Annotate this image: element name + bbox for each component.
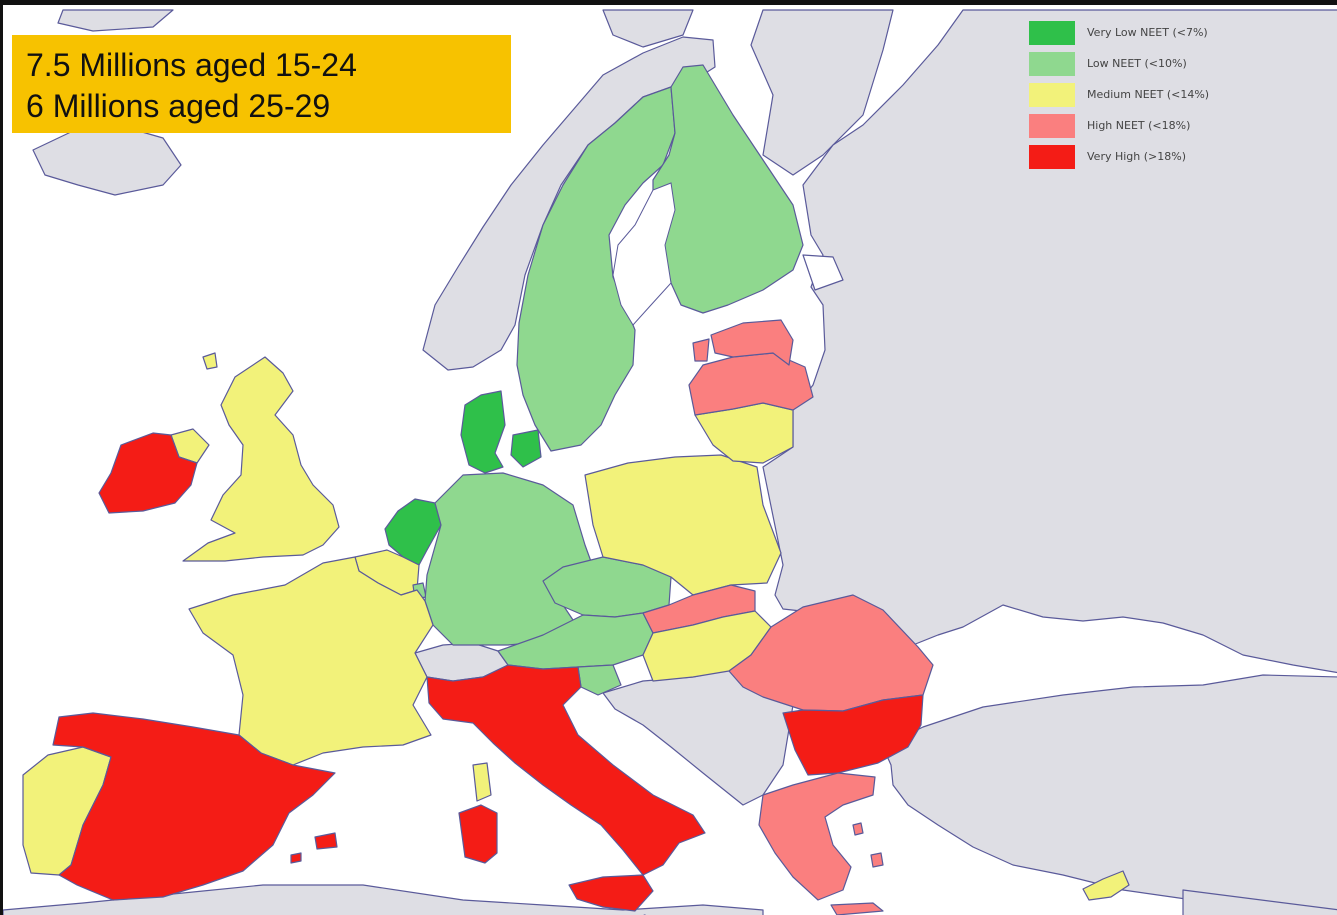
legend-item: Very Low NEET (<7%) (1029, 17, 1329, 48)
region-corsica (472, 762, 492, 802)
legend-swatch (1029, 82, 1075, 107)
map-canvas (3, 9, 1337, 915)
region-russia-belarus-ukraine (762, 9, 1337, 674)
region-romania (728, 594, 934, 712)
region-poland (584, 454, 782, 596)
gulf-of-bothnia (612, 182, 676, 326)
region-germany (424, 472, 594, 646)
region-spain (52, 712, 336, 901)
legend-swatch (1029, 51, 1075, 76)
legend-swatch (1029, 20, 1075, 45)
region-iceland (32, 127, 182, 196)
region-italy (426, 664, 706, 876)
region-ireland (98, 432, 198, 514)
map-legend: Very Low NEET (<7%) Low NEET (<10%) Medium… (1029, 17, 1329, 172)
legend-label: High NEET (<18%) (1087, 119, 1191, 132)
region-sardinia (458, 804, 498, 864)
legend-item: Medium NEET (<14%) (1029, 79, 1329, 110)
region-latvia (688, 352, 814, 416)
legend-swatch (1029, 113, 1075, 138)
region-netherlands (384, 498, 442, 566)
legend-label: Very Low NEET (<7%) (1087, 26, 1208, 39)
region-great-britain (182, 356, 340, 562)
info-line-15-24: 7.5 Millions aged 15-24 (26, 47, 357, 83)
region-greenland (57, 9, 174, 32)
legend-label: Low NEET (<10%) (1087, 57, 1187, 70)
region-estonia (710, 319, 794, 366)
region-arctic-islands (602, 9, 694, 48)
legend-label: Medium NEET (<14%) (1087, 88, 1210, 101)
population-info-box: 7.5 Millions aged 15-24 6 Millions aged … (12, 35, 511, 133)
legend-swatch (1029, 144, 1075, 169)
region-sicily (568, 874, 654, 912)
legend-item: Very High (>18%) (1029, 141, 1329, 172)
legend-item: High NEET (<18%) (1029, 110, 1329, 141)
legend-label: Very High (>18%) (1087, 150, 1186, 163)
region-greece (758, 772, 876, 901)
region-cyprus (1082, 870, 1130, 901)
legend-item: Low NEET (<10%) (1029, 48, 1329, 79)
info-line-25-29: 6 Millions aged 25-29 (26, 88, 331, 124)
region-bulgaria (782, 694, 924, 776)
region-denmark (460, 390, 506, 474)
